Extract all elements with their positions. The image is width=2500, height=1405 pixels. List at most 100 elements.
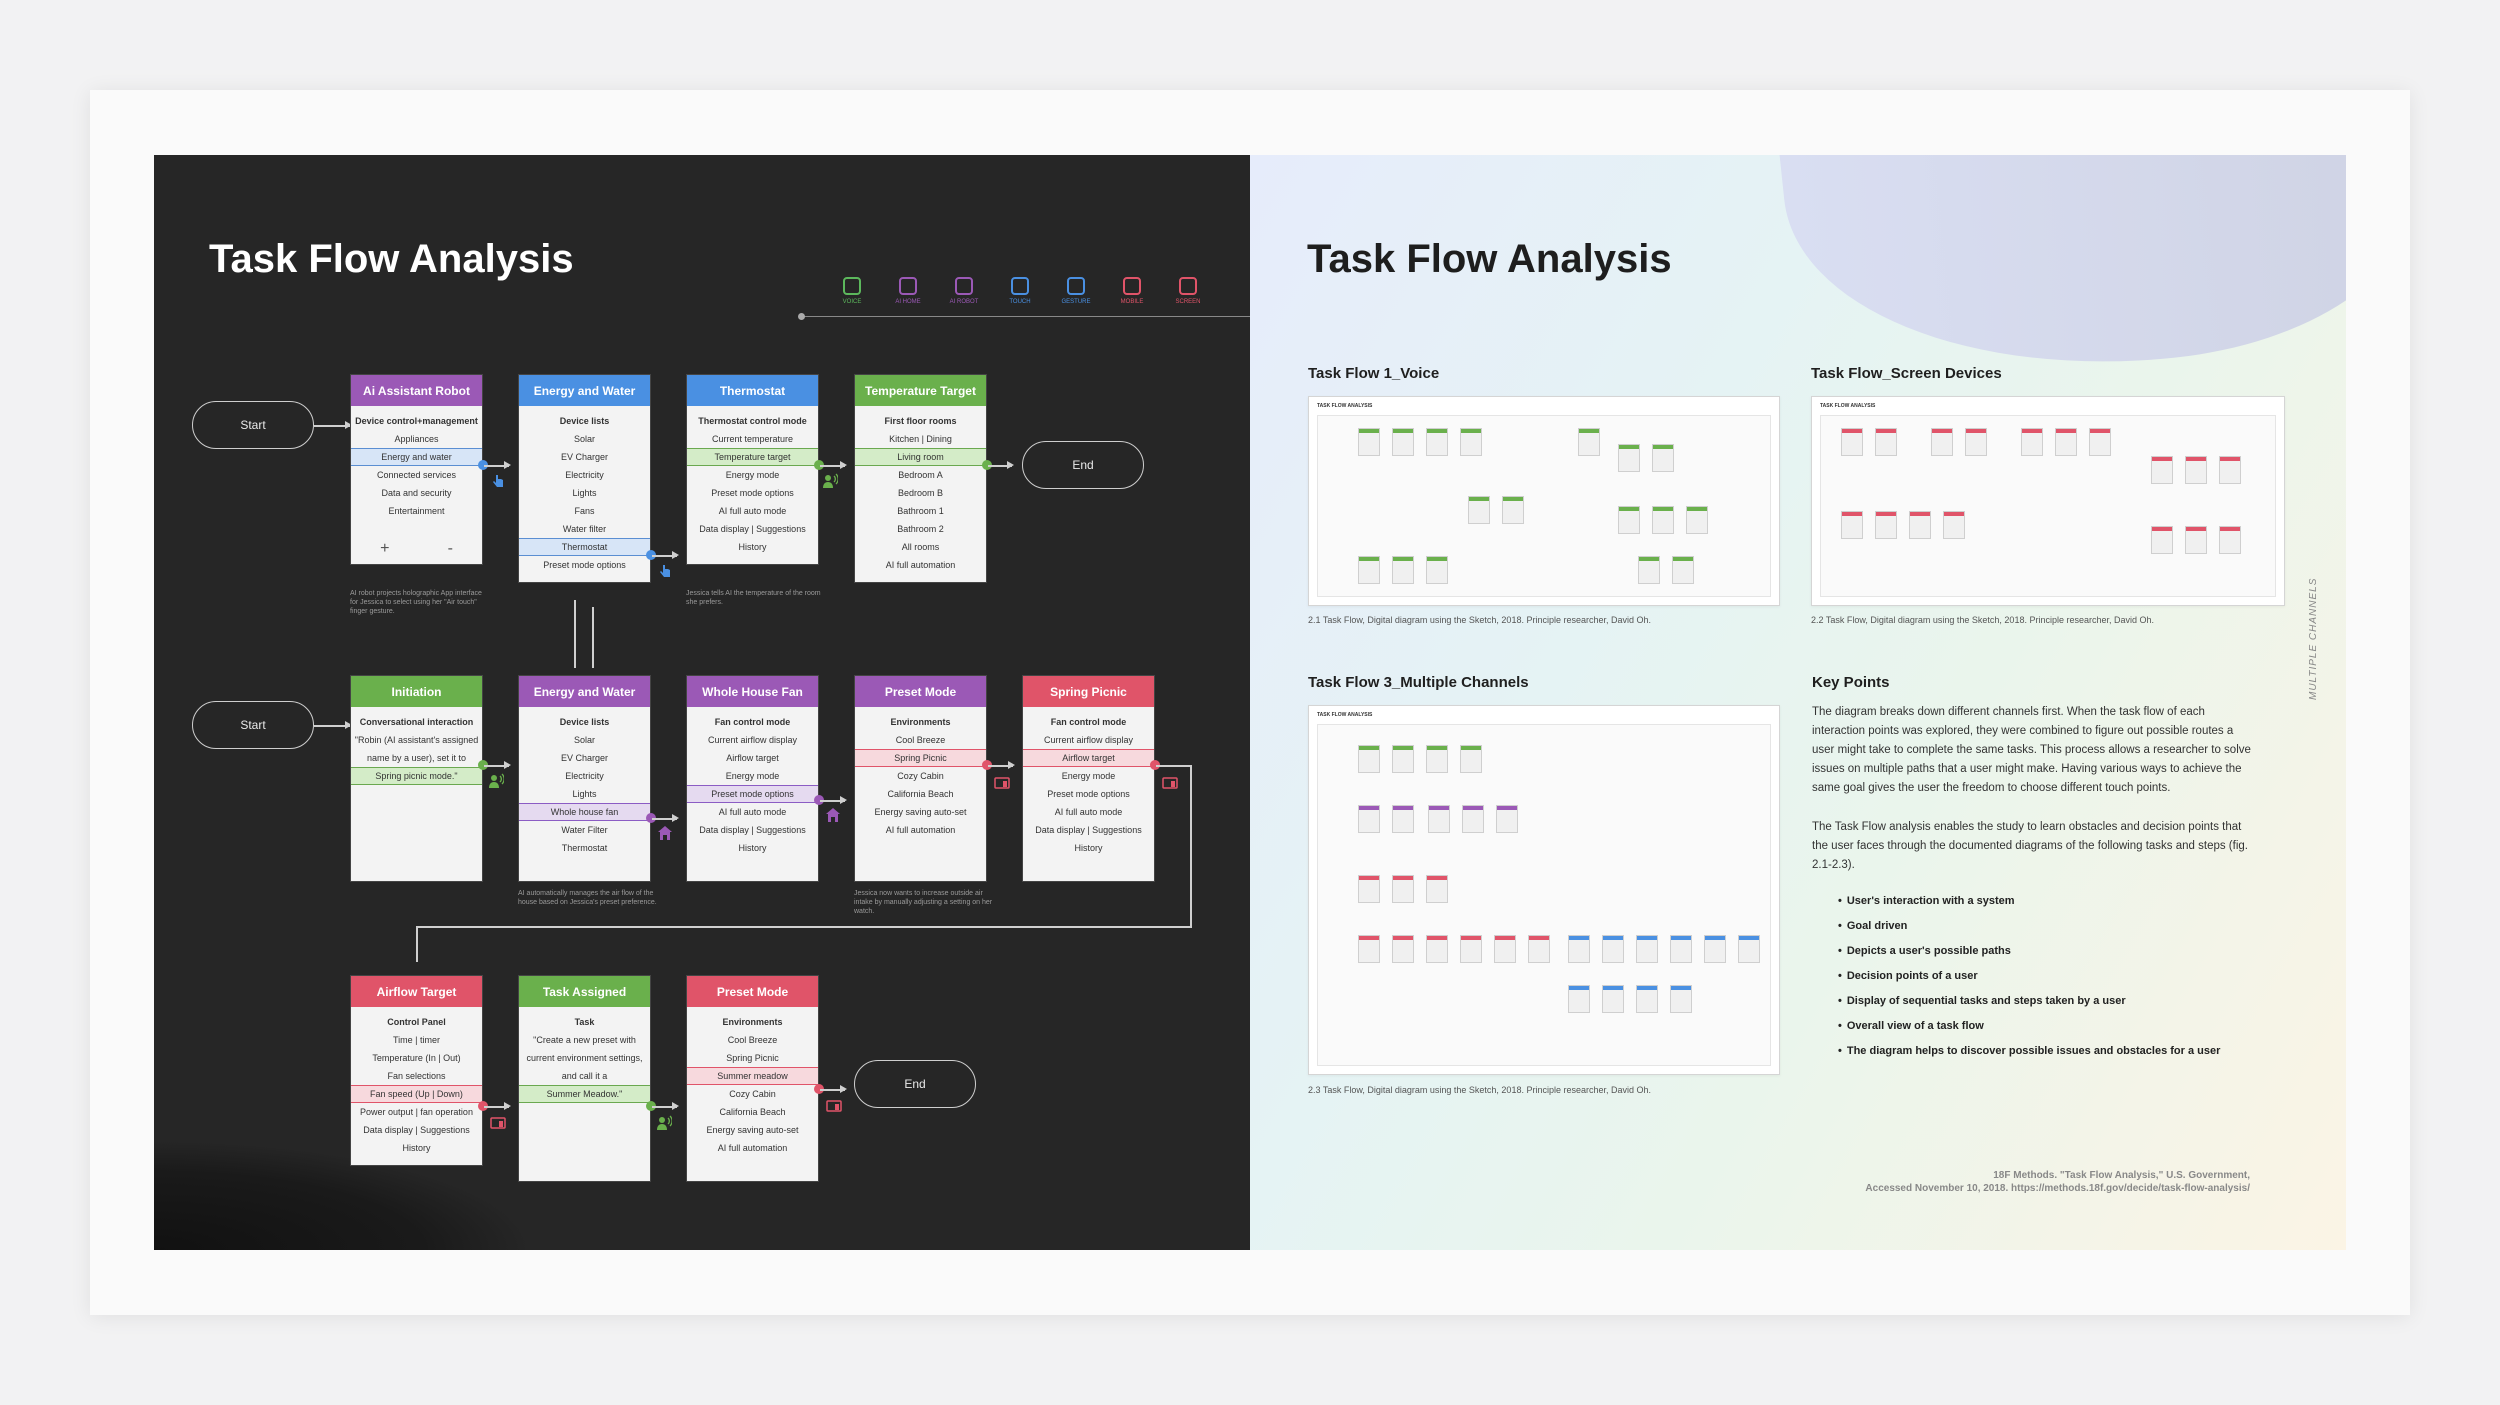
card-row: California Beach [887,789,954,799]
touch-icon [660,565,670,577]
thumb-mini-card [1428,805,1450,833]
key-points-title: Key Points [1812,674,1890,691]
connector [592,607,594,668]
card-row: and call it a [561,1071,608,1081]
selection-dot [814,460,824,470]
key-points-list: User's interaction with a system Goal dr… [1838,895,2268,1070]
legend-label: MOBILE [1120,299,1144,305]
thumb-mini-card [2055,428,2077,456]
voice-icon [823,473,838,488]
card-row: Spring Picnic [726,1053,779,1063]
card-row: Power output | fan operation [360,1107,473,1117]
card-row: Fan control mode [714,717,791,727]
end-node: End [1022,441,1144,489]
card-row-selected: Spring picnic mode." [351,767,482,785]
mobile-icon [1123,277,1141,295]
selection-dot [814,795,824,805]
figure-title-multi: Task Flow 3_Multiple Channels [1308,674,1529,691]
card-row: Preset mode options [543,560,626,570]
flow-arrow [484,462,511,468]
reference: 18F Methods. "Task Flow Analysis," U.S. … [1865,1169,2250,1195]
card-row: Temperature (In | Out) [372,1053,461,1063]
thumb-mini-card [1426,556,1448,584]
screen-icon [490,1117,506,1129]
figure-caption: 2.2 Task Flow, Digital diagram using the… [1811,615,2155,625]
card-row: AI full automation [885,825,956,835]
card-row: Data display | Suggestions [699,825,806,835]
thumb-mini-card [1578,428,1600,456]
thumb-mini-card [2021,428,2043,456]
card-row: Device control+management [355,416,478,426]
thumb-mini-card [1672,556,1694,584]
legend-divider [802,316,1250,317]
card-header: Thermostat [687,375,818,406]
thumb-mini-card [1426,875,1448,903]
card-row: Solar [573,434,595,444]
thumb-mini-card [1943,511,1965,539]
minus-icon: - [447,540,453,557]
thumb-mini-card [1392,935,1414,963]
list-item: User's interaction with a system [1838,895,2268,920]
card-whole-house-fan: Whole House Fan Fan control mode Current… [686,675,819,882]
card-preset-mode-2: Preset Mode Environments Cool Breeze Spr… [686,975,819,1182]
key-points-paragraph: The Task Flow analysis enables the study… [1812,821,2248,871]
thumbnail-multi-channel-flow: TASK FLOW ANALYSIS [1308,705,1780,1075]
card-row: Data display | Suggestions [1035,825,1142,835]
thumb-mini-card [1460,428,1482,456]
selection-dot [982,760,992,770]
selection-dot [1150,760,1160,770]
thumb-mini-card [1392,745,1414,773]
legend-item: SCREEN [1160,277,1216,305]
screen-icon [1162,777,1178,789]
thumb-mini-card [1670,935,1692,963]
thumb-mini-card [2185,526,2207,554]
page-title-right: Task Flow Analysis [1307,237,1672,281]
thumb-mini-card [1875,428,1897,456]
figure-caption: 2.1 Task Flow, Digital diagram using the… [1308,615,1652,625]
card-row: Preset mode options [1047,789,1130,799]
touch-icon [1011,277,1029,295]
thumb-mini-card [1496,805,1518,833]
flow-arrow [652,815,679,821]
card-row: Electricity [565,771,604,781]
card-row: AI full auto mode [718,807,787,817]
thumb-mini-card [1652,444,1674,472]
card-ai-assistant-robot: Ai Assistant Robot Device control+manage… [350,374,483,565]
connector [574,600,576,668]
card-header: Airflow Target [351,976,482,1007]
card-row-selected: Thermostat [519,538,650,556]
thumb-canvas [1317,415,1771,597]
card-airflow-target: Airflow Target Control Panel Time | time… [350,975,483,1166]
card-row: History [738,843,767,853]
thumb-mini-card [1704,935,1726,963]
thumb-mini-card [1502,496,1524,524]
thumb-mini-card [1636,985,1658,1013]
card-row: Fans [574,506,595,516]
list-item: Display of sequential tasks and steps ta… [1838,995,2268,1020]
selection-dot [478,460,488,470]
thumb-mini-card [1965,428,1987,456]
thumb-mini-card [1358,875,1380,903]
card-row: Device lists [559,717,610,727]
card-preset-mode: Preset Mode Environments Cool Breeze Spr… [854,675,987,882]
ai-home-icon [658,826,672,840]
card-row: Control Panel [387,1017,446,1027]
selection-dot [814,1084,824,1094]
thumbnail-screen-flow: TASK FLOW ANALYSIS [1811,396,2285,606]
card-row: Time | timer [392,1035,440,1045]
card-temperature-target: Temperature Target First floor rooms Kit… [854,374,987,583]
card-row: Electricity [565,470,604,480]
connector [1190,765,1192,927]
list-item: Goal driven [1838,920,2268,945]
card-row: Cool Breeze [727,1035,778,1045]
legend-item: MOBILE [1104,277,1160,305]
card-row: AI full automation [885,560,956,570]
card-row: History [402,1143,431,1153]
card-row: AI full automation [717,1143,788,1153]
thumb-mini-card [1602,985,1624,1013]
card-header: Energy and Water [519,375,650,406]
card-row-selected: Airflow target [1023,749,1154,767]
start-node: Start [192,701,314,749]
thumb-mini-card [1931,428,1953,456]
thumb-mini-card [1468,496,1490,524]
